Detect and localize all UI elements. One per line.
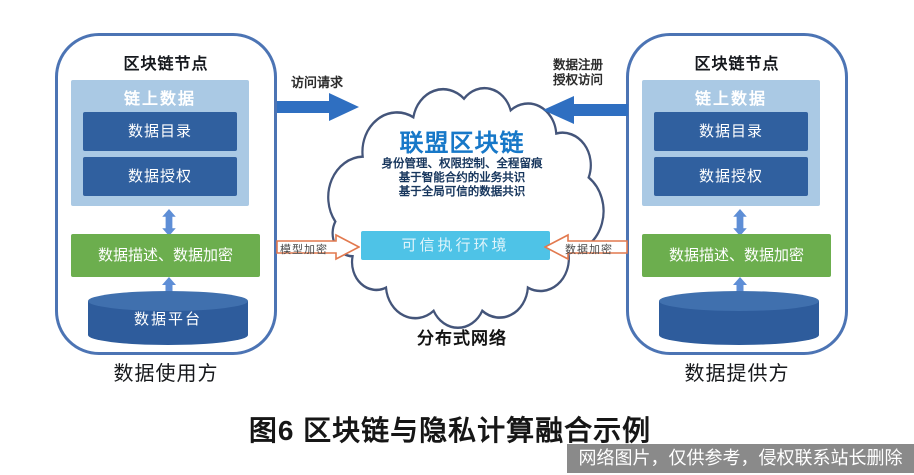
distributed-network-label: 分布式网络 xyxy=(417,329,507,348)
data-catalog-box: 数据目录 xyxy=(83,112,237,151)
access-request-arrow-icon xyxy=(277,93,359,121)
cloud-shape-icon xyxy=(327,86,605,329)
onchain-data-header: 链上数据 xyxy=(123,91,196,108)
blockchain-node-panel-right: 区块链节点 链上数据 数据目录 数据授权 数据描述、数据加密 数据平台 xyxy=(626,33,848,355)
data-processing-box: 数据描述、数据加密 xyxy=(642,234,831,277)
blockchain-node-panel-left: 区块链节点 链上数据 数据目录 数据授权 数据描述、数据加密 数据平台 xyxy=(55,33,277,355)
updown-arrow-icon xyxy=(733,209,747,236)
watermark-text: 网络图片，仅供参考，侵权联系站长删除 xyxy=(578,448,903,468)
updown-arrow-icon xyxy=(162,209,176,236)
consortium-blockchain-title: 联盟区块链 xyxy=(399,130,525,157)
onchain-data-section: 链上数据 数据目录 数据授权 xyxy=(642,80,820,206)
panel-title: 区块链节点 xyxy=(123,56,209,73)
model-encryption-arrow-icon xyxy=(276,233,360,261)
access-request-label: 访问请求 xyxy=(290,75,343,90)
data-platform-label: 数据平台 xyxy=(133,311,202,328)
database-cylinder-icon xyxy=(659,291,819,345)
data-authorization-box: 数据授权 xyxy=(83,157,237,196)
panel-title: 区块链节点 xyxy=(694,56,780,73)
data-authorization-box: 数据授权 xyxy=(654,157,808,196)
watermark-banner: 网络图片，仅供参考，侵权联系站长删除 xyxy=(567,444,914,473)
data-register-arrow-icon xyxy=(543,96,628,124)
trusted-execution-environment-box: 可信执行环境 xyxy=(361,231,550,260)
data-processing-box: 数据描述、数据加密 xyxy=(71,234,260,277)
figure-caption: 图6 区块链与隐私计算融合示例 xyxy=(248,415,652,446)
onchain-data-section: 链上数据 数据目录 数据授权 xyxy=(71,80,249,206)
role-label-data-provider: 数据提供方 xyxy=(684,363,790,385)
cloud-feature-line: 基于智能合约的业务共识 xyxy=(398,172,526,184)
cloud-feature-line: 基于全局可信的数据共识 xyxy=(398,186,526,198)
data-catalog-box: 数据目录 xyxy=(654,112,808,151)
data-encryption-arrow-icon xyxy=(544,233,628,261)
database-cylinder-icon xyxy=(88,291,248,345)
cloud-feature-lines: 身份管理、权限控制、全程留痕 基于智能合约的业务共识 基于全局可信的数据共识 xyxy=(312,157,612,199)
data-encryption-label: 数据加密 xyxy=(565,244,613,256)
onchain-data-header: 链上数据 xyxy=(694,91,767,108)
authorized-access-line: 授权访问 xyxy=(553,73,604,87)
data-register-line: 数据注册 xyxy=(553,58,604,72)
data-register-label: 数据注册 授权访问 xyxy=(553,58,633,88)
cloud-feature-line: 身份管理、权限控制、全程留痕 xyxy=(381,158,543,170)
role-label-data-user: 数据使用方 xyxy=(113,363,219,385)
model-encryption-label: 模型加密 xyxy=(280,244,328,256)
